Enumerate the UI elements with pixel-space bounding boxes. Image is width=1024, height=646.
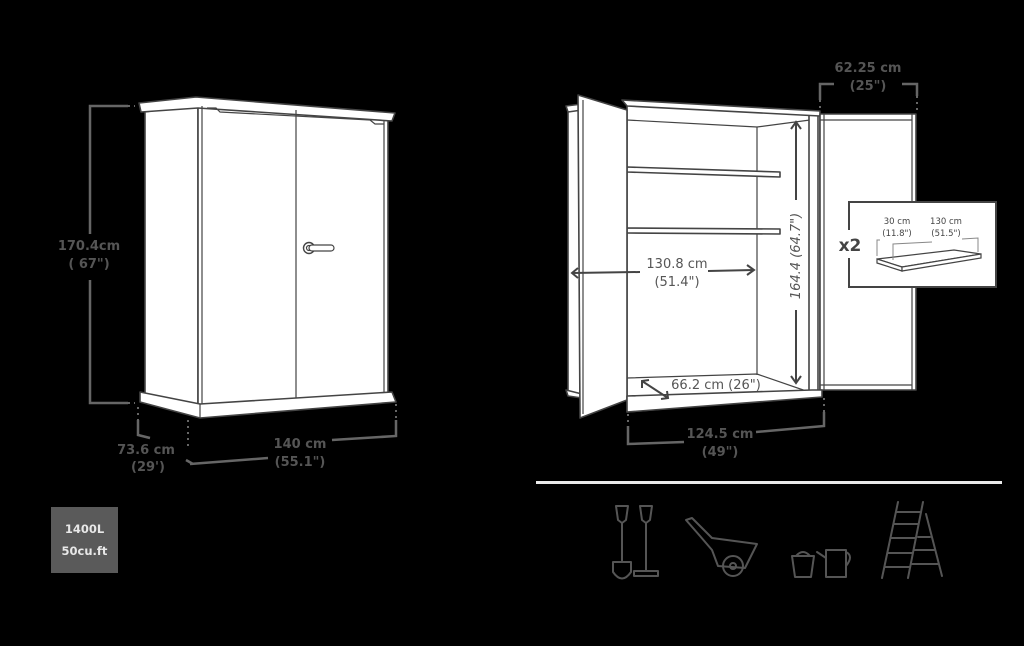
interior-height-dimension: 164.4 (64.7") <box>789 120 804 385</box>
height-dimension: 170.4cm ( 67") <box>58 104 135 405</box>
interior-width-dimension: 130.8 cm (51.4") <box>570 257 756 290</box>
open-door-left <box>577 94 628 419</box>
interior-depth-dimension: 66.2 cm (26") <box>641 378 761 400</box>
interior-height-label: 164.4 (64.7") <box>789 213 804 299</box>
width-metric-label: 140 cm <box>274 437 327 452</box>
door-width-metric-label: 62.25 cm <box>835 61 902 76</box>
shelf-middle <box>626 227 781 235</box>
capacity-cubic-feet: 50cu.ft <box>61 544 108 558</box>
width-imperial-label: (55.1") <box>275 455 326 470</box>
cabinet-side-panel <box>144 103 199 413</box>
interior-width-metric-label: 130.8 cm <box>646 257 707 272</box>
interior-depth-label: 66.2 cm (26") <box>671 378 761 393</box>
capacity-liters: 1400L <box>64 522 105 536</box>
shovel-and-broom-icon <box>612 505 659 580</box>
depth-metric-label: 73.6 cm <box>117 443 175 458</box>
height-metric-label: 170.4cm <box>58 239 120 254</box>
base-width-imperial-label: (49") <box>702 445 739 460</box>
door-handle-icon <box>302 241 335 255</box>
interior-width-imperial-label: (51.4") <box>654 275 699 290</box>
section-divider <box>536 481 1002 484</box>
closed-cabinet <box>138 96 397 419</box>
shelf-length-imperial-label: (51.5") <box>931 229 960 239</box>
depth-dimension: 73.6 cm (29') <box>117 407 194 475</box>
shelf-inset: x2 30 cm (11.8") 130 cm (51.5") <box>836 201 997 288</box>
base-width-dimension: 124.5 cm (49") <box>626 398 826 460</box>
shelf-depth-metric-label: 30 cm <box>884 217 910 227</box>
shelf-depth-imperial-label: (11.8") <box>882 229 911 239</box>
ladder-icon <box>881 501 943 579</box>
depth-imperial-label: (29') <box>131 460 165 475</box>
height-imperial-label: ( 67") <box>68 257 109 272</box>
shelf-length-metric-label: 130 cm <box>930 217 962 227</box>
open-cabinet <box>565 94 917 419</box>
shelf-inset-box <box>848 201 997 288</box>
shelf-quantity-label: x2 <box>839 236 862 256</box>
door-width-imperial-label: (25") <box>850 79 887 94</box>
wheelbarrow-icon <box>685 517 758 577</box>
cabinet-roof <box>138 96 396 122</box>
base-width-metric-label: 124.5 cm <box>687 427 754 442</box>
cabinet-front <box>197 103 389 413</box>
width-dimension: 140 cm (55.1") <box>189 404 398 470</box>
door-width-dimension: 62.25 cm (25") <box>818 61 919 112</box>
capacity-badge: 1400L 50cu.ft <box>51 507 118 573</box>
bucket-and-watering-can-icon <box>791 549 851 578</box>
